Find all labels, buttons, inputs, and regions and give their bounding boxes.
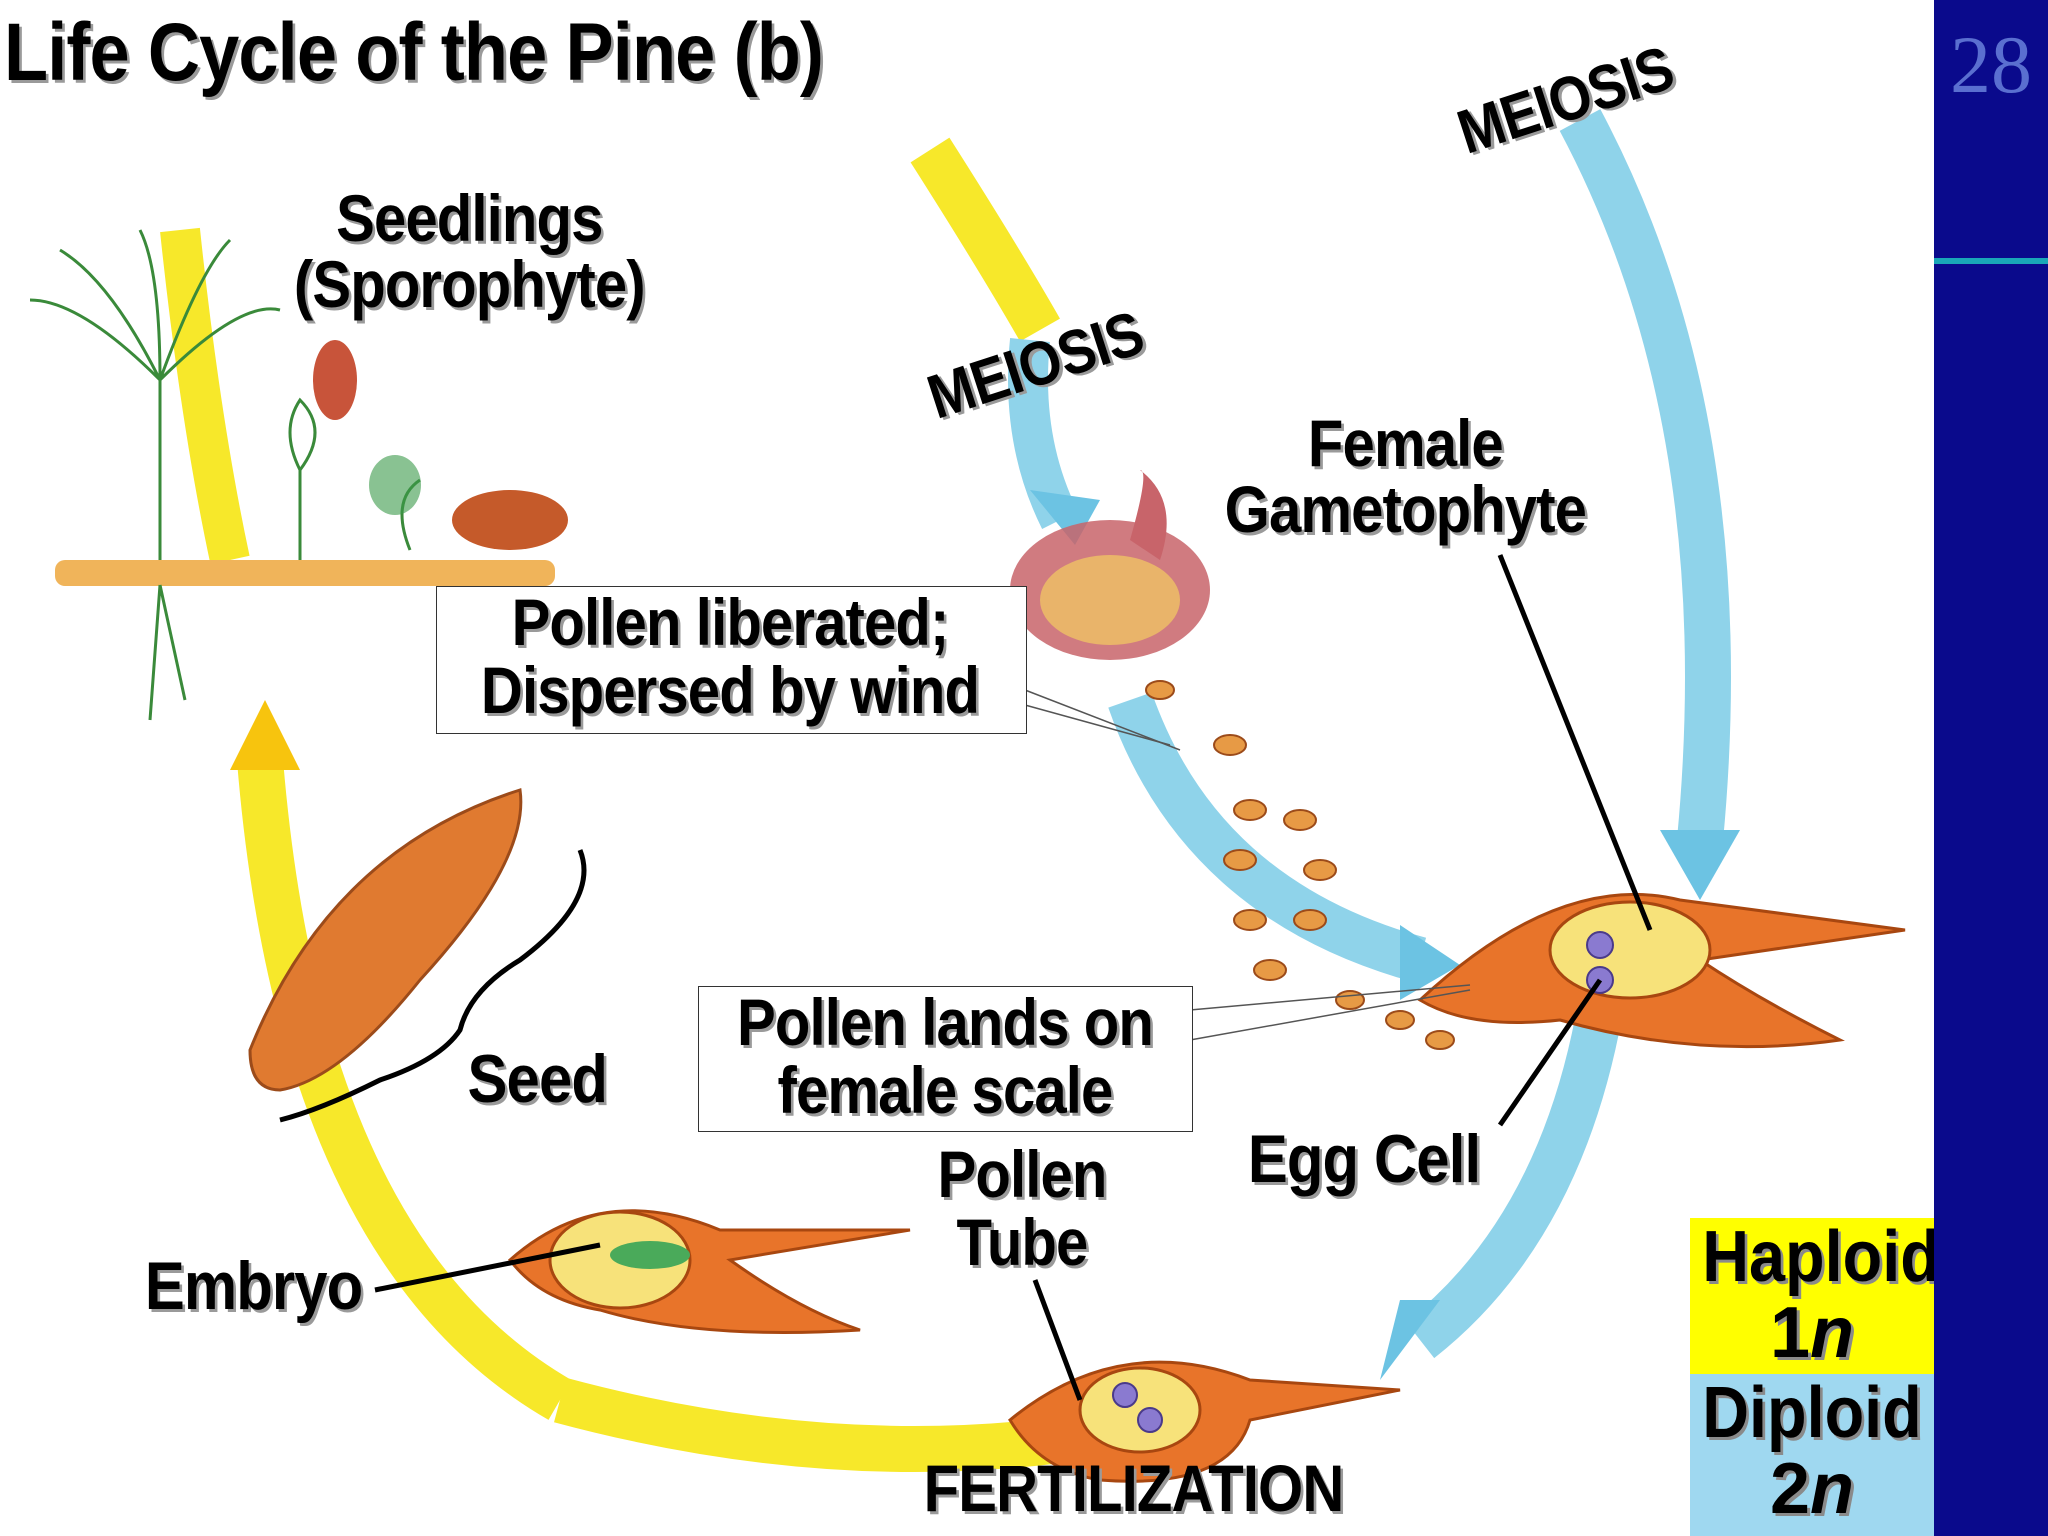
haploid-legend-label: Haploid (1702, 1217, 1934, 1297)
diploid-number: 2 (1769, 1449, 1811, 1529)
diploid-legend-ploidy: 2n (1690, 1452, 1934, 1526)
pollen-lands-line-1: Pollen lands on (737, 985, 1154, 1059)
life-cycle-artwork (29, 109, 1906, 1483)
pollen-liberated-label: Pollen liberated; Dispersed by wind (475, 588, 985, 724)
pollen-lands-label: Pollen lands on female scale (729, 988, 1160, 1124)
egg-cell-label: Egg Cell (1247, 1121, 1481, 1197)
seedlings-label: Seedlings (Sporophyte) (294, 185, 646, 317)
haploid-arrowhead-seedling (230, 700, 300, 770)
seedlings-line-1: Seedlings (336, 181, 603, 255)
gametophyte-leader (1497, 554, 1653, 931)
haploid-number: 1 (1769, 1293, 1811, 1373)
diploid-arrow-lower (1405, 1005, 1623, 1359)
embryo-label: Embryo (144, 1248, 363, 1324)
pollen-tube-line-2: Tube (956, 1205, 1089, 1279)
pollen-tube-line-1: Pollen (937, 1137, 1107, 1211)
pollen-tube-leader (1032, 1279, 1083, 1401)
winged-seed (248, 788, 523, 1092)
diploid-variable: n (1810, 1449, 1855, 1529)
seedlings-line-2: (Sporophyte) (293, 247, 646, 321)
diploid-arrowhead-egg (1660, 830, 1740, 900)
lands-leader-1 (1189, 984, 1471, 1011)
pollen-liberated-line-1: Pollen liberated; (511, 585, 950, 659)
haploid-variable: n (1810, 1293, 1855, 1373)
haploid-arrow-meiosis-top (910, 137, 1060, 342)
seed-brace (279, 849, 587, 1123)
fertilization-label: FERTILIZATION (923, 1451, 1345, 1525)
pollen-liberated-box (436, 586, 1027, 734)
pollen-lands-line-2: female scale (777, 1053, 1114, 1127)
embryo (610, 1241, 690, 1269)
diploid-legend-label: Diploid (1702, 1373, 1922, 1453)
diploid-arrow-right (1559, 109, 1731, 843)
haploid-arrow-bottom (554, 1377, 1063, 1472)
haploid-legend-ploidy: 1n (1690, 1296, 1934, 1370)
seed-label: Seed (467, 1041, 608, 1117)
haploid-arrow-seed-to-seedling (237, 758, 572, 1420)
gametophyte-line-2: Gametophyte (1224, 472, 1587, 546)
diagram-canvas: Life Cycle of the Pine (b) Seedlings (Sp… (4, 7, 1934, 1536)
liberated-leader-2 (1024, 704, 1171, 746)
diploid-legend: Diploid 2n (1690, 1374, 1934, 1536)
embryo-leader (374, 1242, 601, 1293)
sprouting-seed-2 (369, 455, 421, 515)
page-title: Life Cycle of the Pine (b) (4, 7, 824, 98)
pollen-tube-label: Pollen Tube (925, 1140, 1119, 1276)
egg-cell (1586, 931, 1614, 959)
haploid-arrow-left (160, 227, 250, 565)
slide-sidebar (1934, 0, 2048, 1536)
soil-strip (55, 560, 555, 586)
haploid-legend: Haploid 1n (1690, 1218, 1934, 1374)
diploid-arrowhead-scale (1400, 925, 1460, 1000)
pollen-cone-tip (1130, 470, 1167, 560)
resting-seed (452, 490, 568, 550)
gametophyte-line-1: Female (1307, 406, 1504, 480)
pollen-lands-box (698, 986, 1193, 1132)
pollen-liberated-line-2: Dispersed by wind (480, 653, 980, 727)
sidebar-accent-rule (1934, 258, 2048, 264)
lands-leader-2 (1189, 989, 1471, 1041)
pollen-grains (1145, 680, 1455, 1050)
sprouting-seed-1 (313, 340, 357, 420)
female-gametophyte-label: Female Gametophyte (1225, 410, 1587, 542)
diploid-arrowhead-fertilization (1380, 1300, 1440, 1380)
diploid-arrow-dispersal (1108, 692, 1427, 983)
female-gametophyte (1548, 900, 1712, 1000)
egg-cell-leader (1497, 978, 1603, 1127)
slide-number: 28 (1950, 19, 2032, 110)
